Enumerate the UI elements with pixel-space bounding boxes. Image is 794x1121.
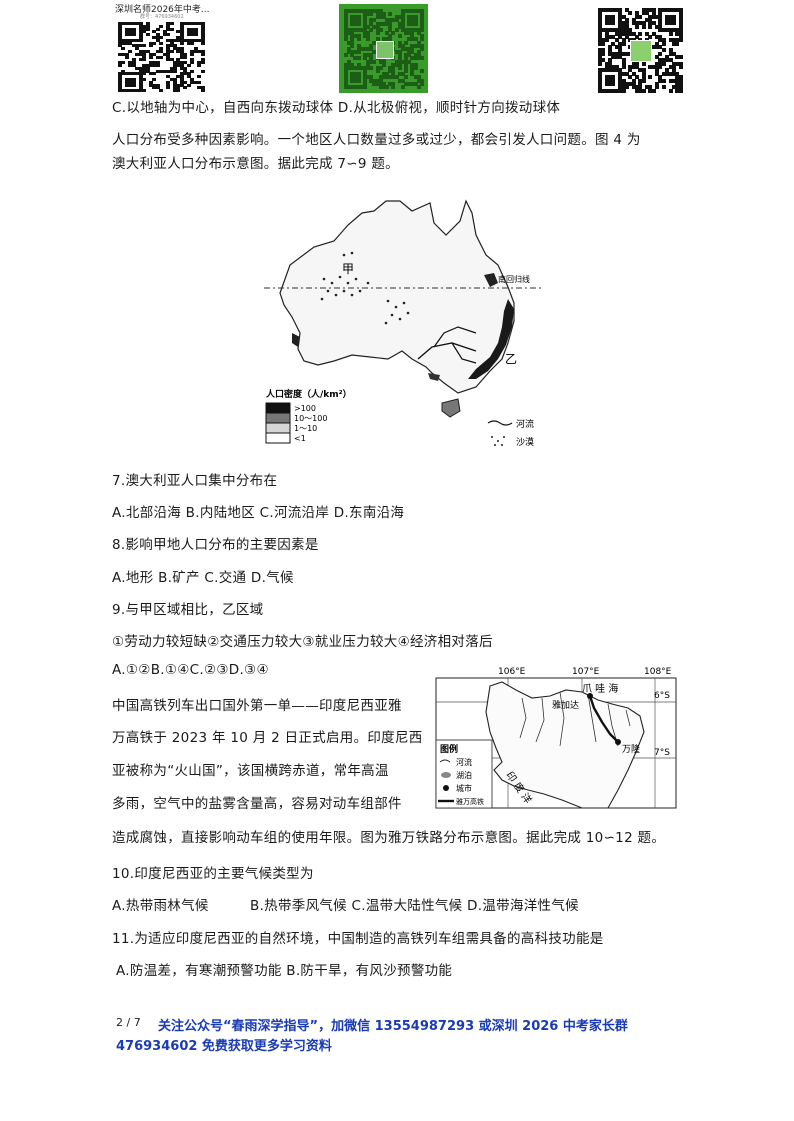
lon-label: 107°E [572,667,600,677]
intro2-line2: 万高铁于 2023 年 10 月 2 日正式启用。印度尼西 [112,730,423,746]
q9-items: ①劳动力较短缺②交通压力较大③就业压力较大④经济相对落后 [112,634,493,650]
city-bandung-marker [615,739,621,745]
q8-stem: 8.影响甲地人口分布的主要因素是 [112,537,319,553]
intro2-line1: 中国高铁列车出口国外第一单——印度尼西亚雅 [112,698,402,714]
page-number: 2 / 7 [116,1016,141,1029]
pop-legend-item: <1 [294,434,306,443]
tropic-label: 南回归线 [498,274,530,284]
qr-code-left [118,22,205,93]
lat-label: 7°S [654,748,670,758]
q11-options: A.防温差，有寒潮预警功能 B.防干旱，有风沙预警功能 [116,963,453,979]
intro1-line2: 澳大利亚人口分布示意图。据此完成 7∽9 题。 [112,156,399,172]
qr-code-center [339,4,428,93]
q11-stem: 11.为适应印度尼西亚的自然环境，中国制造的高铁列车组需具备的高科技功能是 [112,931,604,947]
label-jia: 甲 [342,262,354,276]
lat-label: 6°S [654,691,670,701]
lon-label: 108°E [644,667,672,677]
q7-options: A.北部沿海 B.内陆地区 C.河流沿岸 D.东南沿海 [112,505,405,521]
city-bandung: 万隆 [622,743,640,755]
pop-legend-item: 1～10 [294,424,317,433]
city-jakarta: 雅加达 [552,699,579,711]
header-subcaption: 群号：476934602 [140,14,184,20]
australia-outline [279,199,515,394]
java-railway-map: 106°E 107°E 108°E 6°S 7°S 爪 哇 海 雅加达 万隆 印… [432,662,680,812]
qr-right-logo-icon [630,40,652,62]
legend-desert: 沙漠 [516,437,534,448]
q6-options: C.以地轴为中心，自西向东拨动球体 D.从北极俯视，顺时针方向拨动球体 [112,100,561,116]
footer-line1: 关注公众号“春雨深学指导”，加微信 13554987293 或深圳 2026 中… [158,1019,628,1034]
legend-river: 河流 [516,418,534,430]
pop-legend-item: 10～100 [294,414,327,423]
railway-line [588,695,619,743]
australia-population-map: 甲 乙 南回归线 人口密度（人/km²） >100 10～100 1～10 <1… [262,183,552,453]
intro2-line5: 造成腐蚀，直接影响动车组的使用年限。图为雅万铁路分布示意图。据此完成 10∽12… [112,830,666,846]
java-legend-item: 雅万高铁 [456,797,484,806]
qr-code-right [598,8,683,93]
q10-options: A.热带雨林气候 B.热带季风气候 C.温带大陆性气候 D.温带海洋性气候 [112,898,579,914]
desert-dots [320,251,410,325]
header-caption: 深圳名师2026年中考... [115,5,210,15]
intro1-line1: 人口分布受多种因素影响。一个地区人口数量过多或过少，都会引发人口问题。图 4 为 [112,132,641,148]
q9-options: A.①②B.①④C.②③D.③④ [112,662,269,678]
q9-stem: 9.与甲区域相比，乙区域 [112,602,264,618]
q8-options: A.地形 B.矿产 C.交通 D.气候 [112,570,294,586]
lon-label: 106°E [498,667,526,677]
java-legend-item: 湖泊 [456,770,472,780]
java-sea-label: 爪 哇 海 [582,682,618,695]
java-legend-item: 河流 [456,757,472,767]
city-jakarta-marker [587,693,593,699]
east-coast-dense [468,299,514,379]
intro2-line3: 亚被称为“火山国”，该国横跨赤道，常年高温 [112,763,389,779]
q7-stem: 7.澳大利亚人口集中分布在 [112,473,278,489]
qr-center-logo-icon [376,41,394,59]
pop-legend-item: >100 [294,404,316,413]
java-legend-title: 图例 [440,743,458,755]
tasmania [441,398,461,418]
footer-line2: 476934602 免费获取更多学习资料 [116,1039,332,1054]
q10-stem: 10.印度尼西亚的主要气候类型为 [112,866,314,882]
pop-legend-title: 人口密度（人/km²） [265,388,352,400]
intro2-line4: 多雨，空气中的盐雾含量高，容易对动车组部件 [112,796,402,812]
java-legend-item: 城市 [456,783,472,793]
label-yi: 乙 [505,352,517,366]
